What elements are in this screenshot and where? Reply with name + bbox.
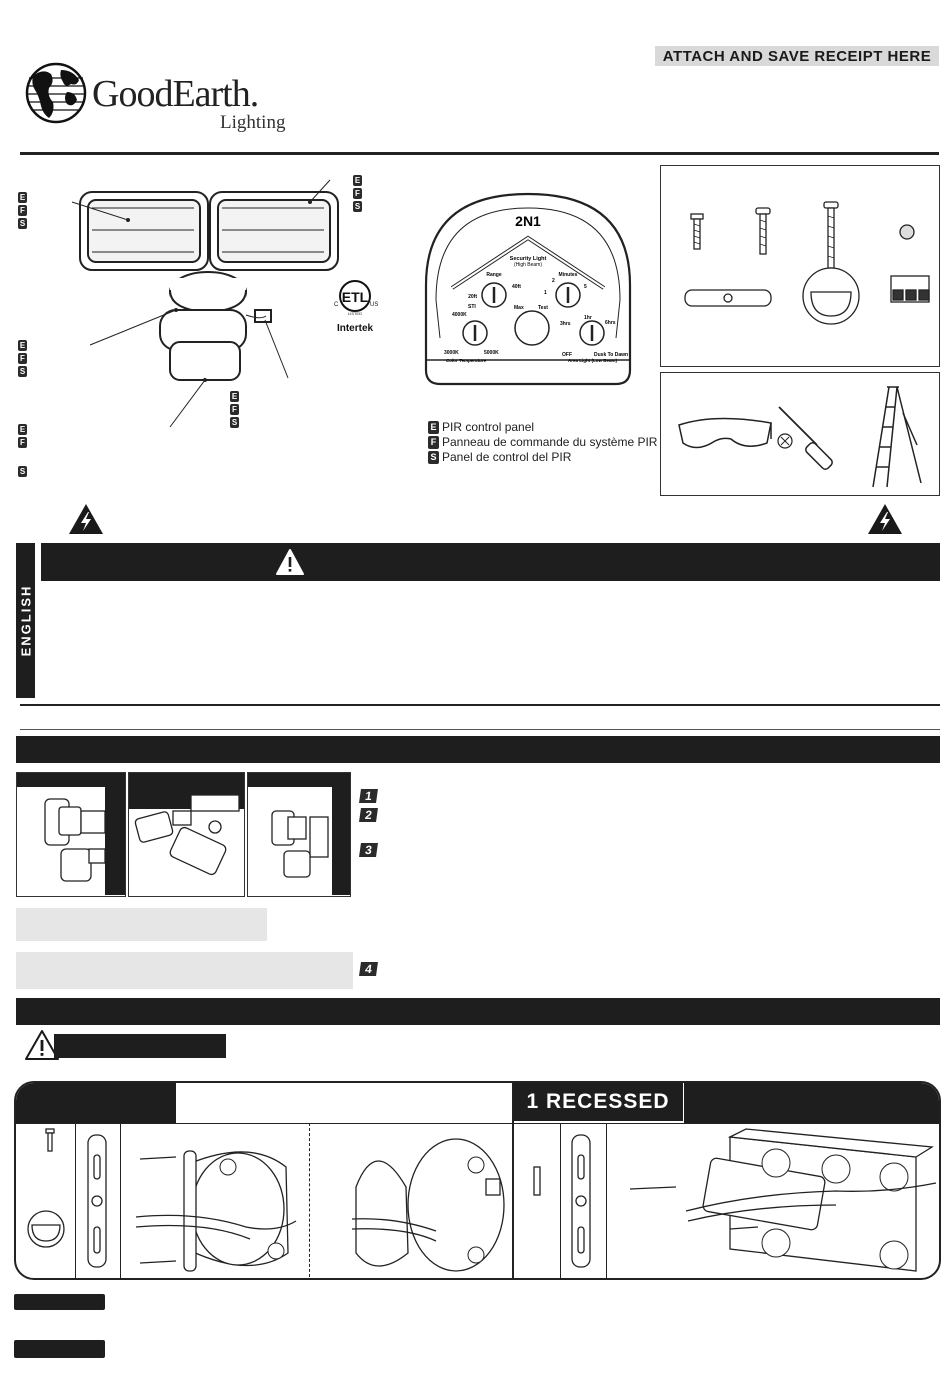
svg-text:Security Light: Security Light <box>510 256 547 262</box>
svg-text:Range: Range <box>486 272 502 278</box>
letters-group-4: E F S <box>230 391 239 428</box>
svg-text:OFF: OFF <box>562 352 572 358</box>
mount-image-2 <box>128 772 245 897</box>
letters-group-5: E F <box>18 424 27 448</box>
section-bar-2 <box>16 998 940 1025</box>
safety-glasses-icon <box>678 417 772 449</box>
svg-text:Dusk To Dawn: Dusk To Dawn <box>594 352 628 358</box>
letter-f: F <box>18 437 27 448</box>
letter-f: F <box>353 188 362 199</box>
pir-legend-s: S Panel de control del PIR <box>428 450 571 464</box>
etl-company: Intertek <box>336 323 374 334</box>
svg-text:Color Temperature: Color Temperature <box>446 358 487 363</box>
step-badge-4: 4 <box>359 962 378 976</box>
letter-s: S <box>18 366 27 377</box>
letters-group-3: E F S <box>18 340 27 377</box>
letters-group-2: E F S <box>353 175 362 212</box>
letter-e: E <box>18 340 27 351</box>
svg-text:4000K: 4000K <box>452 312 467 318</box>
step-badge-1: 1 <box>359 789 378 803</box>
svg-text:3hrs: 3hrs <box>560 321 571 327</box>
svg-text:5: 5 <box>584 284 587 290</box>
step-badge-2: 2 <box>359 808 378 822</box>
svg-text:Minutes: Minutes <box>559 272 578 278</box>
high-voltage-icon <box>69 504 103 534</box>
header-rule <box>20 152 939 155</box>
language-tab: ENGLISH <box>16 543 35 698</box>
letters-group-1: E F S <box>18 192 27 229</box>
etl-certification: ETL C US LISTED Intertek <box>330 278 380 334</box>
mounting-panel <box>14 1081 941 1280</box>
svg-text:Area Light (Low Beam): Area Light (Low Beam) <box>568 358 618 363</box>
hardware-box <box>660 165 940 367</box>
warning-header-bar <box>41 543 940 581</box>
svg-text:ETL: ETL <box>342 289 369 305</box>
gray-callout-1 <box>16 908 267 941</box>
caution-bar <box>54 1034 226 1058</box>
mounting-drawings <box>27 1128 937 1272</box>
letter-s: S <box>230 417 239 428</box>
note-pill-1 <box>14 1294 105 1310</box>
mounting-header-left <box>16 1083 176 1123</box>
svg-text:US: US <box>370 302 378 308</box>
step-badge-3: 3 <box>359 843 378 857</box>
svg-text:Test: Test <box>538 305 548 311</box>
pir-control-panel: 2N1 Security Light (High Beam) Range 20f… <box>424 192 632 386</box>
section-rule-thin <box>20 729 940 730</box>
svg-text:LISTED: LISTED <box>348 311 362 316</box>
letter-e: E <box>18 192 27 203</box>
letter-s: S <box>18 466 27 477</box>
svg-text:5000K: 5000K <box>484 350 499 356</box>
svg-text:(High Beam): (High Beam) <box>514 262 542 268</box>
pir-legend-e: E PIR control panel <box>428 420 534 434</box>
brand-name: GoodEarth. <box>92 73 259 115</box>
mount-image-3 <box>247 772 351 897</box>
warning-triangle-icon <box>25 1030 59 1060</box>
svg-text:20ft: 20ft <box>468 294 477 300</box>
receipt-label: ATTACH AND SAVE RECEIPT HERE <box>655 46 939 66</box>
note-pill-2 <box>14 1340 105 1358</box>
recessed-label: 1 RECESSED <box>513 1083 683 1121</box>
svg-text:6hrs: 6hrs <box>605 320 616 326</box>
mounting-header-right <box>684 1083 939 1123</box>
fixture-diagram <box>71 179 339 428</box>
svg-text:40ft: 40ft <box>512 284 521 290</box>
svg-text:1: 1 <box>544 290 547 296</box>
hardware-parts <box>684 201 930 325</box>
brand-sub: Lighting <box>220 112 286 133</box>
globe-icon <box>25 62 87 124</box>
pir-legend-f: F Panneau de commande du système PIR <box>428 435 657 449</box>
svg-text:C: C <box>334 302 339 308</box>
svg-text:Max: Max <box>514 305 524 311</box>
tools-box <box>660 372 940 496</box>
letter-f: F <box>18 353 27 364</box>
screwdriver-icon <box>777 406 833 470</box>
gray-callout-2 <box>16 952 353 989</box>
mount-image-1 <box>16 772 126 897</box>
letter-e: E <box>353 175 362 186</box>
etl-mark-icon: ETL C US LISTED <box>334 280 378 316</box>
letter-f: F <box>18 205 27 216</box>
letter-e: E <box>230 391 239 402</box>
letters-group-5b: S <box>18 466 27 477</box>
svg-text:2: 2 <box>552 278 555 284</box>
section-bar-1 <box>16 736 940 763</box>
warning-triangle-icon <box>276 549 304 575</box>
letter-f: F <box>230 404 239 415</box>
svg-text:2N1: 2N1 <box>515 213 541 229</box>
svg-text:1hr: 1hr <box>584 315 592 321</box>
letter-s: S <box>353 201 362 212</box>
letter-e: E <box>18 424 27 435</box>
ladder-icon <box>872 386 922 488</box>
section-rule <box>20 704 940 706</box>
svg-text:3000K: 3000K <box>444 350 459 356</box>
svg-text:STI: STI <box>468 304 476 310</box>
high-voltage-icon <box>868 504 902 534</box>
letter-s: S <box>18 218 27 229</box>
